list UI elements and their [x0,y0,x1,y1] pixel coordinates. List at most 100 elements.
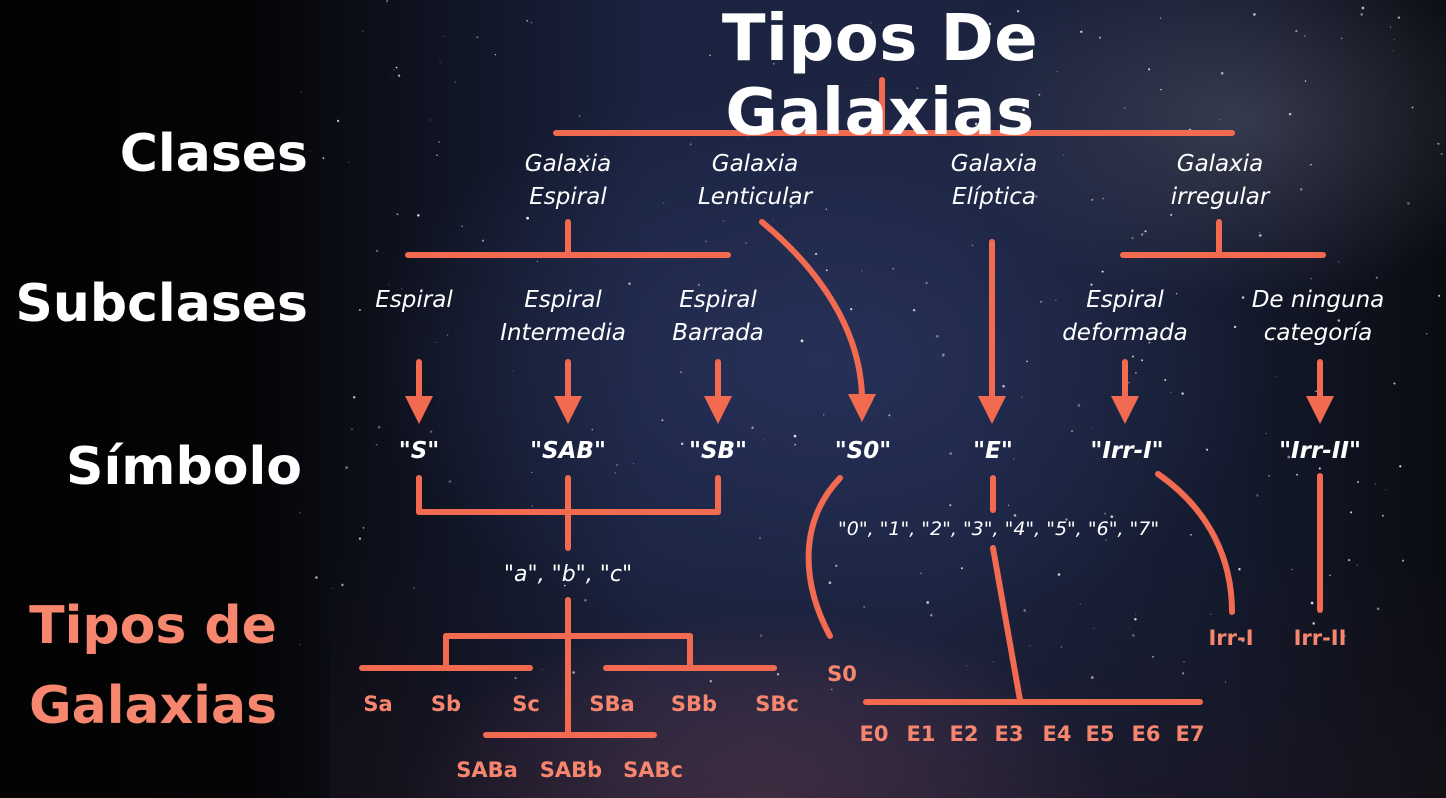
star [1356,564,1358,566]
type-sa: Sa [363,692,393,716]
class-irregular: Galaxia irregular [1150,148,1290,214]
star [579,170,582,173]
star [942,353,945,356]
class-elliptical: Galaxia Elíptica [924,148,1064,214]
row-label-symbol: Símbolo [66,437,302,497]
star [1055,299,1057,301]
star [476,36,479,39]
star [331,587,333,590]
symbol-s: "S" [398,438,440,464]
arrow-irr1-head [1111,396,1139,424]
star [1304,35,1306,37]
star [870,22,872,24]
star [920,572,922,575]
star [438,141,441,143]
star [1300,188,1303,191]
star [1040,300,1043,303]
star [680,442,684,446]
type-e2: E2 [949,722,979,746]
star [965,664,968,667]
star [661,419,664,422]
star [793,434,797,438]
star [1344,635,1346,637]
star [1091,198,1094,201]
star [1152,655,1154,658]
star [526,216,529,220]
star [1219,119,1221,121]
star [375,443,378,446]
class-spiral-line2: Espiral [529,184,607,210]
star [377,425,381,429]
star [1104,512,1107,515]
star [563,584,566,587]
star [1131,355,1134,358]
star [1392,50,1394,52]
star [1077,404,1081,407]
star [526,168,528,171]
star [830,688,833,691]
star [1426,333,1428,335]
star [348,161,350,163]
symbol-s0: "S0" [834,438,892,464]
star [1393,382,1396,385]
star [1124,107,1126,109]
star [429,119,432,121]
arrow-sb-head [704,396,732,424]
star [1374,483,1376,485]
star [584,599,587,602]
star [916,87,919,90]
star [759,537,761,539]
star [1438,294,1441,297]
star [1128,382,1130,384]
star [1258,234,1262,237]
star [823,414,825,416]
star [776,673,780,676]
subclass-intermediate: Espiral Intermedia [488,284,638,350]
star [1170,213,1173,216]
type-e4: E4 [1042,722,1072,746]
star [1288,112,1292,116]
subclass-spiral-line1: Espiral [375,287,453,313]
star [1101,270,1104,273]
star [764,197,766,200]
star [1206,448,1209,451]
arrow-s0-curve [759,219,865,399]
star [391,75,393,77]
star [763,439,765,441]
star [1102,197,1105,200]
subclass-intermediate-line2: Intermedia [500,320,626,346]
star [789,205,793,208]
star [1225,681,1227,683]
star [1256,494,1259,497]
star [1241,296,1245,299]
star [358,309,361,311]
star [388,284,390,286]
star [393,69,395,71]
star [1023,609,1027,612]
star [386,0,389,3]
star [1397,16,1401,19]
star [1071,430,1073,432]
star [1144,230,1147,233]
star [404,443,406,445]
star [850,308,853,311]
star [1105,539,1107,541]
star [861,270,863,272]
class-lenticular-line1: Galaxia [711,151,799,177]
tree-silhouette-left [0,0,330,798]
star [1026,360,1028,363]
star [1411,106,1414,109]
star [1399,465,1402,468]
star [912,308,916,312]
star [396,213,399,216]
star [1013,514,1017,517]
star [1090,283,1093,286]
star [1132,634,1135,637]
star [689,143,692,146]
star [1134,617,1137,621]
star [1440,152,1443,156]
star [1110,515,1114,519]
star [439,61,441,63]
star [1360,13,1364,16]
suffix-elliptical: "0", "1", "2", "3", "4", "5", "6", "7" [838,518,1160,540]
